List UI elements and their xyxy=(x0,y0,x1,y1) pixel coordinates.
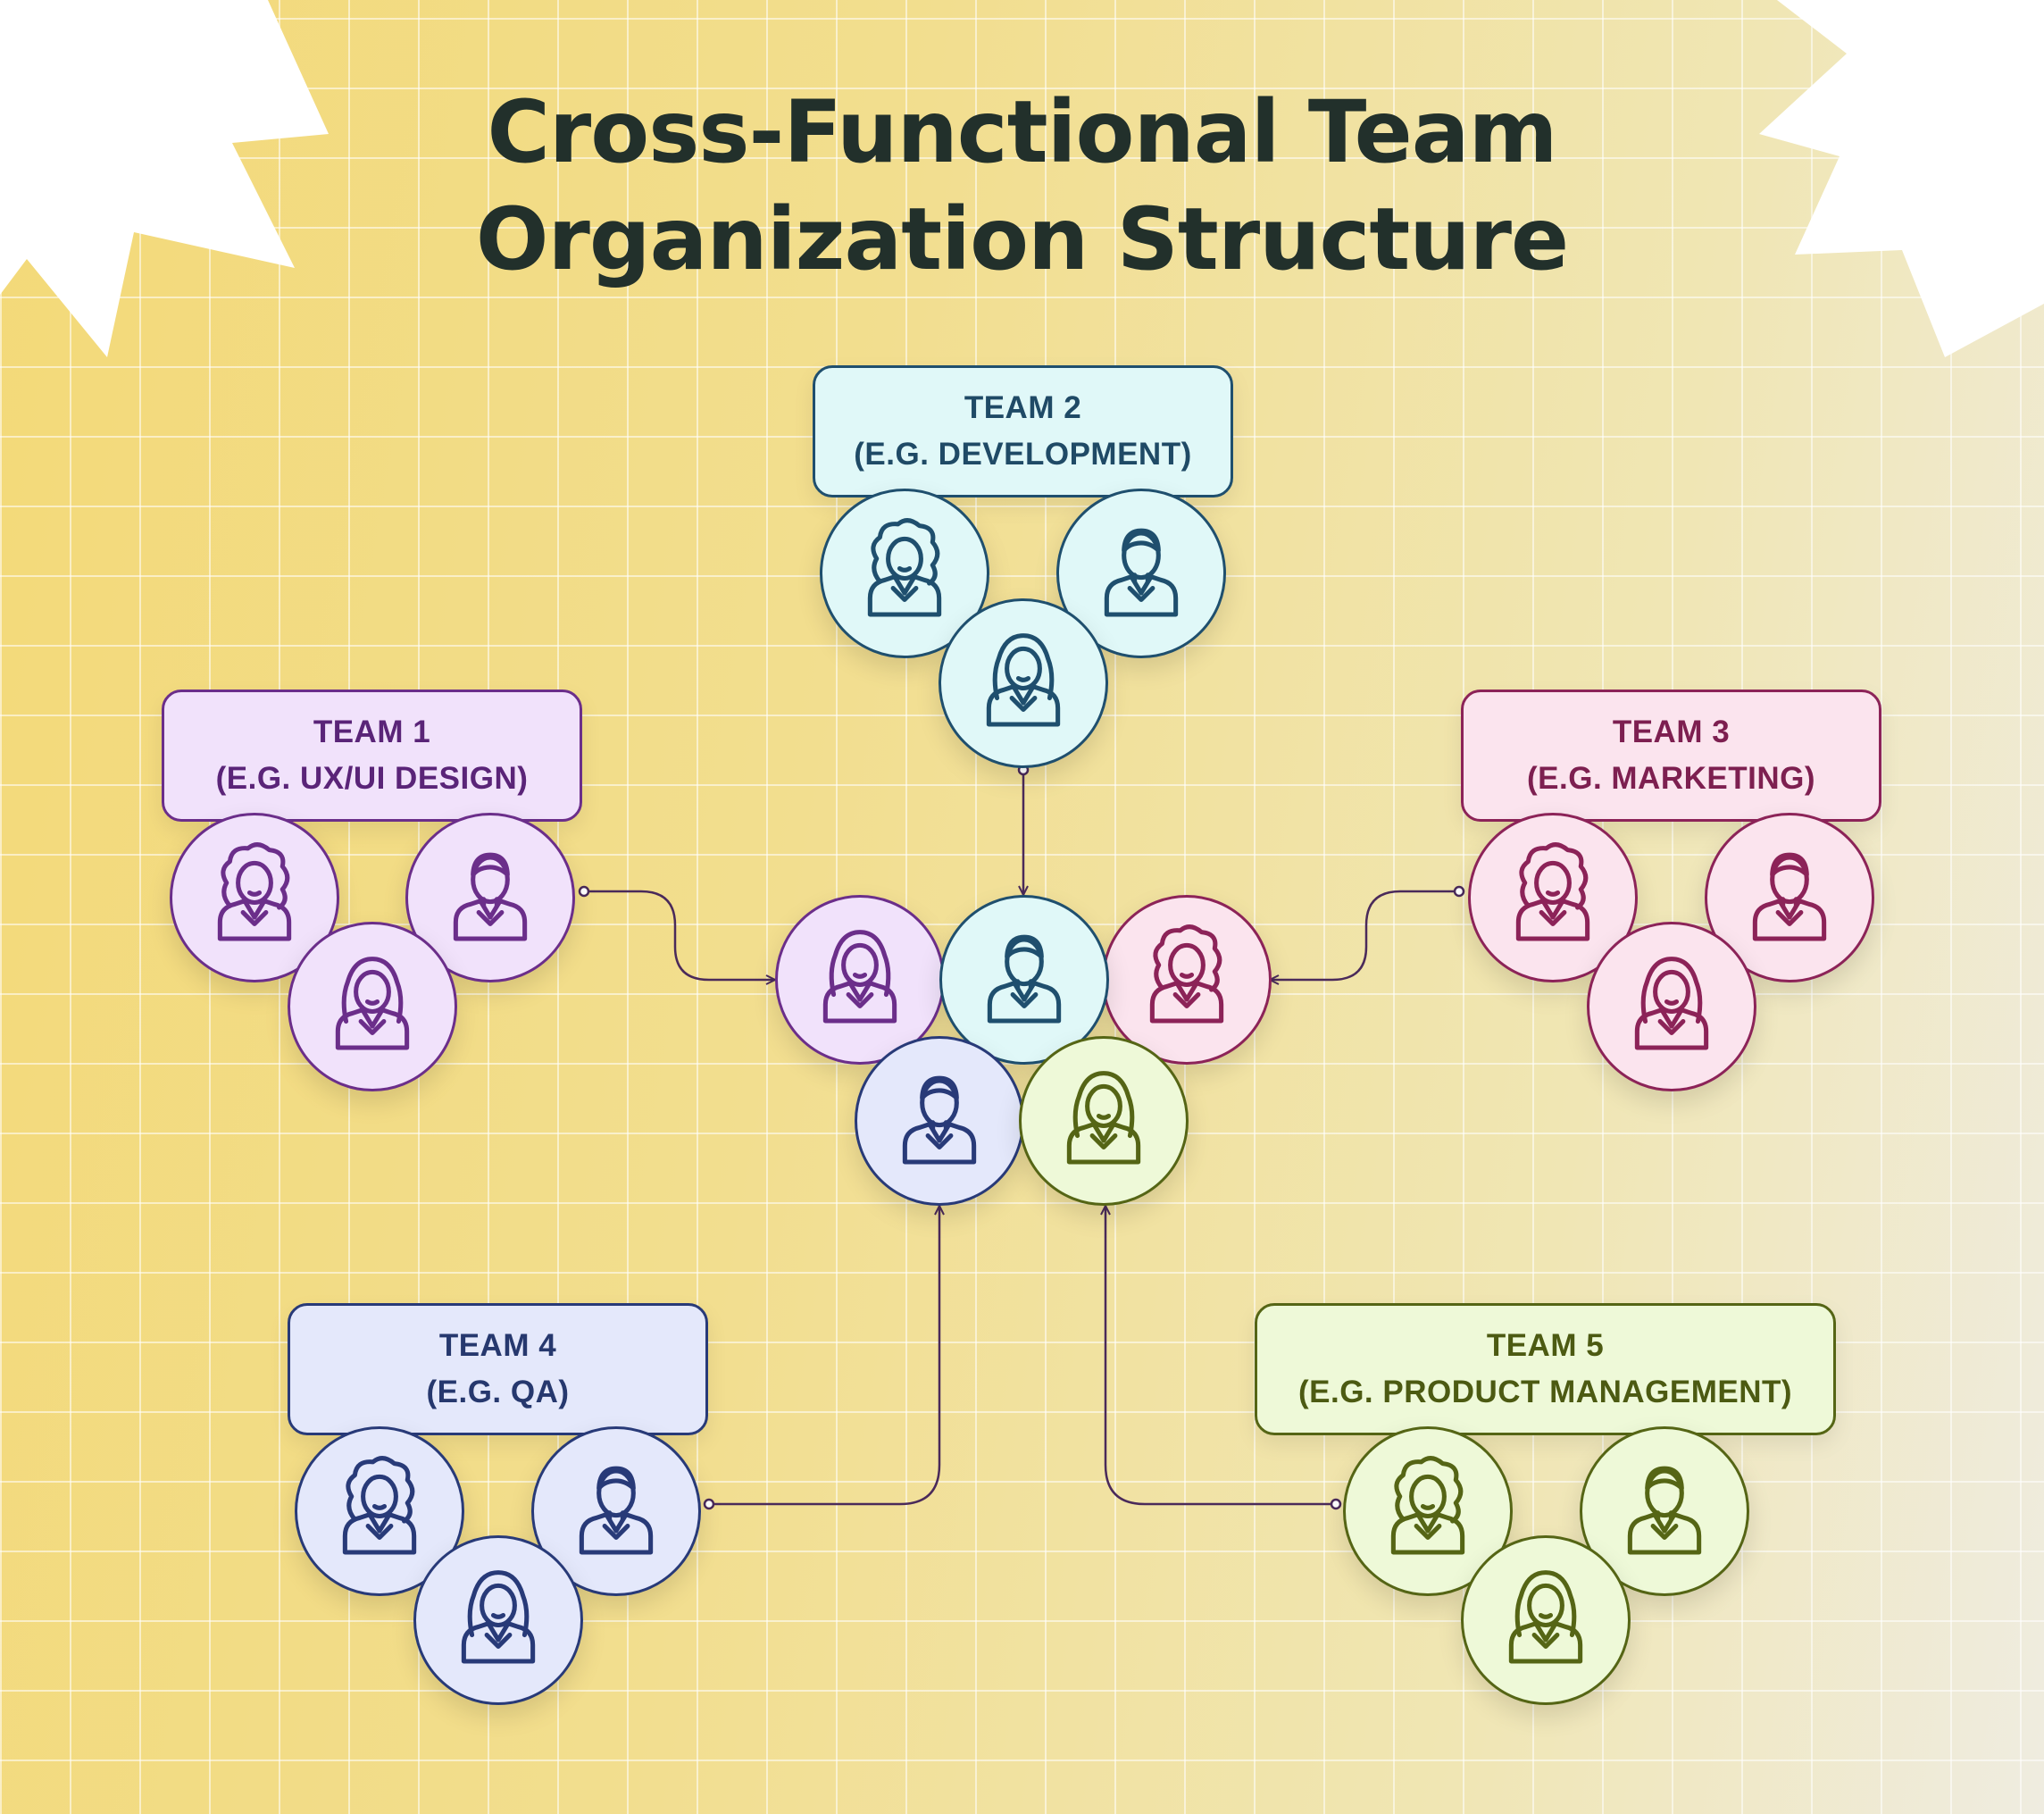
team-member-avatar xyxy=(295,1426,464,1596)
woman-long-hair-icon xyxy=(1066,1071,1141,1165)
woman-long-hair-icon xyxy=(335,957,410,1050)
woman-curly-hair-icon xyxy=(1390,1456,1465,1555)
diagram-title-line-2: Organization Structure xyxy=(475,189,1569,289)
team-3-box: TEAM 3 (E.G. MARKETING) xyxy=(1461,690,1881,822)
team-2-box: TEAM 2 (E.G. DEVELOPMENT) xyxy=(813,365,1233,497)
connector-team4 xyxy=(709,1206,939,1506)
team-member-avatar xyxy=(939,895,1109,1065)
man-icon xyxy=(1752,852,1827,941)
team-1-box: TEAM 1 (E.G. UX/UI DESIGN) xyxy=(162,690,582,822)
woman-long-hair-icon xyxy=(1508,1570,1583,1664)
team-name: TEAM 3 xyxy=(1612,715,1731,749)
woman-long-hair-icon xyxy=(461,1570,536,1664)
team-name: TEAM 4 xyxy=(438,1328,557,1363)
team-name: TEAM 1 xyxy=(313,715,431,749)
team-member-avatar xyxy=(775,895,945,1065)
team-name: TEAM 2 xyxy=(964,390,1082,425)
connector-dot xyxy=(1330,1498,1342,1510)
team-member-avatar xyxy=(855,1036,1024,1206)
connector-team1 xyxy=(584,890,775,980)
team-member-avatar xyxy=(413,1535,583,1705)
team-5-box: TEAM 5 (E.G. PRODUCT MANAGEMENT) xyxy=(1255,1303,1836,1435)
connector-dot xyxy=(703,1498,715,1510)
diagram-title-line-1: Cross-Functional Team xyxy=(487,82,1557,182)
team-example: (E.G. DEVELOPMENT) xyxy=(854,437,1192,472)
woman-long-hair-icon xyxy=(986,633,1061,727)
team-name: TEAM 5 xyxy=(1486,1328,1605,1363)
team-example: (E.G. QA) xyxy=(426,1375,570,1409)
man-icon xyxy=(1627,1466,1702,1555)
team-example: (E.G. PRODUCT MANAGEMENT) xyxy=(1297,1375,1793,1409)
team-example: (E.G. MARKETING) xyxy=(1527,761,1815,796)
man-icon xyxy=(1104,528,1179,617)
man-icon xyxy=(579,1466,654,1555)
man-icon xyxy=(902,1075,977,1165)
team-4-box: TEAM 4 (E.G. QA) xyxy=(288,1303,708,1435)
team-member-avatar xyxy=(939,598,1108,768)
woman-curly-hair-icon xyxy=(1149,924,1224,1024)
connector-dot xyxy=(578,885,590,898)
woman-long-hair-icon xyxy=(1634,957,1709,1050)
woman-long-hair-icon xyxy=(822,930,897,1024)
team-member-avatar xyxy=(1102,895,1272,1065)
connector-team5 xyxy=(1105,1206,1336,1506)
team-member-avatar xyxy=(1580,1426,1749,1596)
connector-dot xyxy=(1453,885,1465,898)
man-icon xyxy=(987,934,1062,1024)
woman-curly-hair-icon xyxy=(342,1456,417,1555)
team-member-avatar xyxy=(288,922,457,1091)
team-member-avatar xyxy=(1461,1535,1631,1705)
woman-curly-hair-icon xyxy=(1515,842,1590,941)
woman-curly-hair-icon xyxy=(867,518,942,617)
man-icon xyxy=(453,852,528,941)
team-member-avatar xyxy=(1587,922,1756,1091)
team-example: (E.G. UX/UI DESIGN) xyxy=(215,761,529,796)
team-member-avatar xyxy=(1019,1036,1189,1206)
connector-team3 xyxy=(1270,890,1459,980)
woman-curly-hair-icon xyxy=(217,842,292,941)
